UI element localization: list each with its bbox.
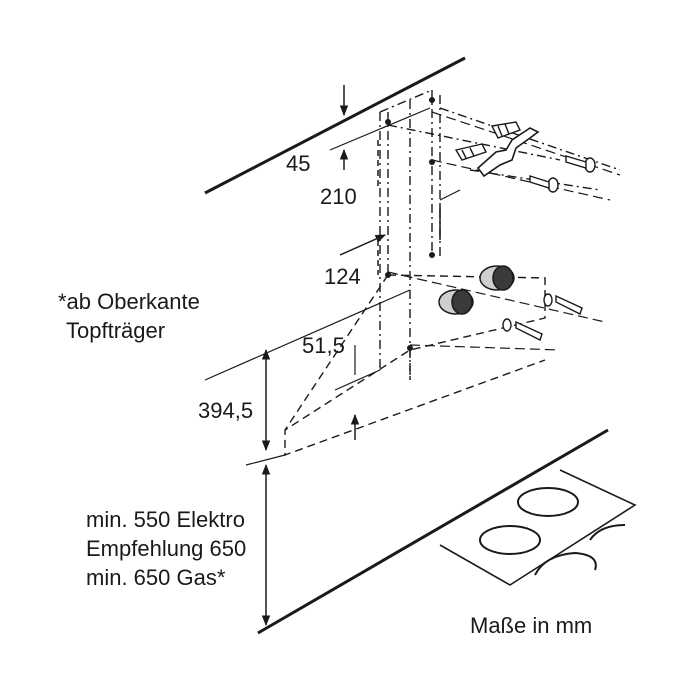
- dimension-45-label: 45: [286, 151, 311, 176]
- hob-icon: [257, 428, 637, 635]
- washer-screw-icon: [502, 293, 583, 341]
- hood-body-outline: [284, 274, 546, 457]
- dimension-lines: [204, 85, 461, 627]
- min-elektro-note: min. 550 Elektro: [86, 507, 245, 532]
- dimension-394-5-label: 394,5: [198, 398, 254, 423]
- lower-fixing-axes: [387, 271, 606, 351]
- wall-plug-icon: [454, 121, 521, 161]
- wall-bracket-icon: [476, 127, 540, 178]
- screw-icon: [529, 155, 596, 193]
- mounting-points: [385, 97, 435, 351]
- ceiling-edge: [204, 56, 466, 195]
- dimension-124-label: 124: [324, 264, 361, 289]
- min-gas-note: min. 650 Gas*: [86, 565, 226, 590]
- units-note: Maße in mm: [470, 613, 593, 638]
- dimension-210-label: 210: [320, 184, 357, 209]
- oberkante-note-line1: *ab Oberkante: [58, 289, 200, 314]
- oberkante-note-line2: Topfträger: [66, 318, 166, 343]
- empfehlung-note: Empfehlung 650: [86, 536, 247, 561]
- fitting-icon: [438, 265, 515, 315]
- dimension-51-5-label: 51,5: [302, 333, 345, 358]
